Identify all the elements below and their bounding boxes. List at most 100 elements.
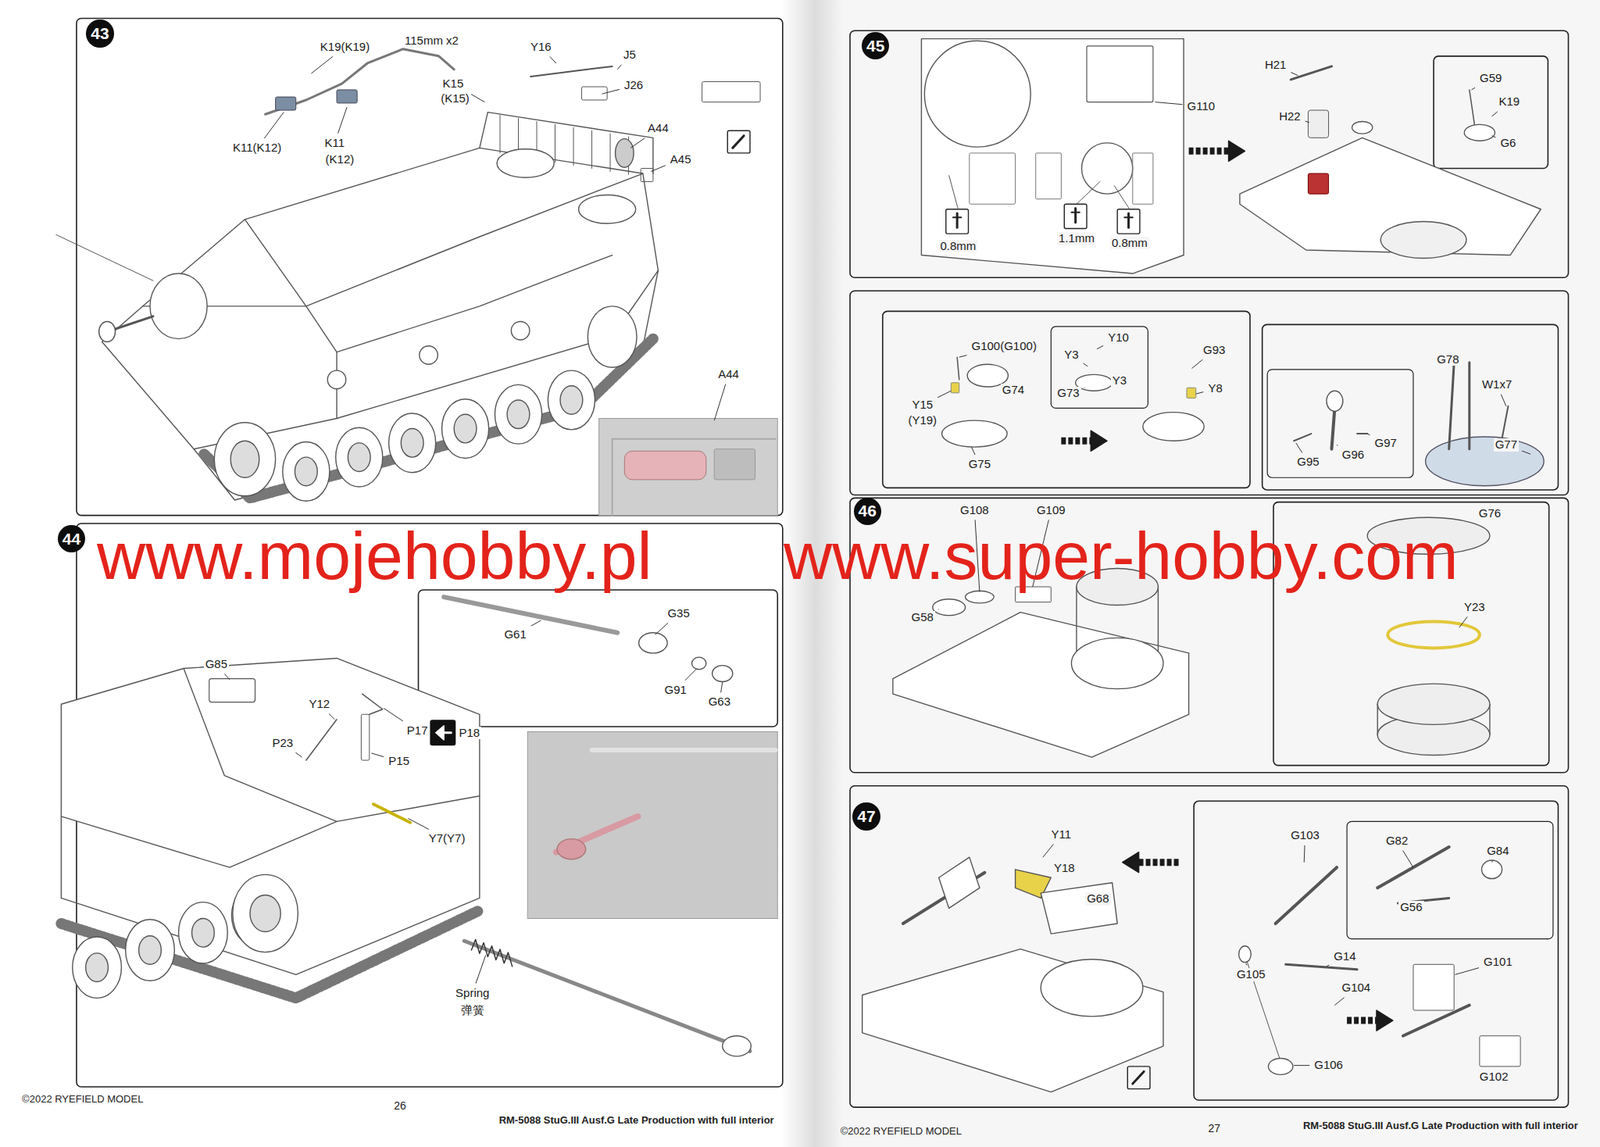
part-label: G85 <box>203 657 229 672</box>
panel-frame <box>1050 326 1148 408</box>
footer-text: ©2022 RYEFIELD MODEL <box>20 1093 145 1105</box>
leader-line <box>630 138 645 149</box>
drawing-ellipse <box>150 273 208 340</box>
drawing-line <box>183 668 337 822</box>
drill-icon <box>956 213 959 228</box>
part-label: G35 <box>665 607 691 621</box>
part-label: (K12) <box>324 153 357 167</box>
leader-line <box>937 608 940 610</box>
drawing-line <box>1469 89 1475 125</box>
step-number-text: 46 <box>858 501 877 521</box>
drawing-ellipse <box>1377 683 1490 725</box>
part-label: 0.8mm <box>1110 236 1150 250</box>
watermark: www.super-hobby.com <box>783 525 1459 586</box>
leader-line <box>383 707 404 721</box>
part-label: G103 <box>1289 828 1322 843</box>
footer-text: RM-5088 StuG.III Ausf.G Late Production … <box>497 1114 776 1126</box>
drawing-line <box>949 175 959 210</box>
paint-icon <box>1132 1071 1144 1084</box>
leader-line <box>714 384 725 422</box>
road-wheel <box>125 919 175 981</box>
drawing-line <box>1377 846 1449 888</box>
drawing-line <box>939 857 980 908</box>
drawing-ellipse <box>250 894 281 932</box>
leader-line <box>1334 997 1344 1006</box>
part-label: G101 <box>1482 955 1515 969</box>
part-label: Y23 <box>1462 600 1487 615</box>
leader-line <box>295 752 302 758</box>
part-label: G84 <box>1485 844 1511 858</box>
leader-line <box>1296 442 1303 454</box>
drawing-line <box>1357 432 1368 435</box>
drill-icon <box>1124 216 1133 218</box>
drawing-line <box>610 133 611 172</box>
drawing-ellipse <box>557 839 586 860</box>
leader-line <box>1403 850 1414 868</box>
panel-frame <box>1307 173 1329 194</box>
part-label: G105 <box>1235 967 1268 982</box>
step-number-text: 47 <box>857 807 875 826</box>
drill-icon <box>1071 211 1079 214</box>
part-label: Y8 <box>1206 382 1224 396</box>
drawing-ellipse <box>615 139 635 168</box>
part-label: A44 <box>716 367 741 382</box>
part-label: Y7(Y7) <box>427 832 468 846</box>
drawing-line <box>1449 362 1455 450</box>
panel-frame <box>969 153 1016 204</box>
part-label: G95 <box>1295 455 1321 469</box>
leader-line <box>721 681 723 693</box>
leader-line <box>1459 616 1468 628</box>
step-number: 46 <box>853 497 882 525</box>
part-label: G59 <box>1478 71 1504 86</box>
drawing-ellipse <box>712 665 733 683</box>
drawing-ellipse <box>965 590 995 604</box>
part-label: G74 <box>1000 383 1026 397</box>
photo-part <box>624 450 706 480</box>
panel-frame <box>336 89 358 104</box>
part-label: H21 <box>1263 58 1289 72</box>
part-label: G58 <box>910 610 936 625</box>
leader-line <box>602 89 620 94</box>
panel-frame <box>1433 56 1548 169</box>
step-number: 44 <box>57 525 86 553</box>
panel-frame <box>1132 153 1154 204</box>
cleaning-rod <box>464 940 750 1051</box>
panel-frame <box>1186 387 1197 398</box>
drawing-line <box>1467 362 1471 450</box>
drawing-line <box>362 693 383 715</box>
road-wheel <box>507 400 530 429</box>
drawing-ellipse <box>1081 142 1133 194</box>
panel-frame <box>702 81 761 102</box>
part-label: A44 <box>646 121 671 136</box>
drawing-ellipse <box>232 874 299 952</box>
leader-line <box>1492 111 1498 117</box>
panel-frame <box>209 678 256 703</box>
drawing-ellipse <box>1352 121 1373 134</box>
drawing-line <box>554 124 556 162</box>
leader-line <box>959 355 968 358</box>
drawing-line <box>957 357 960 380</box>
step-number: 43 <box>85 19 114 47</box>
part-label: Y18 <box>1052 861 1077 875</box>
leader-line <box>264 112 284 139</box>
drawing-ellipse <box>1326 390 1343 411</box>
watermark: www.mojehobby.pl <box>96 525 653 586</box>
part-label: G61 <box>502 628 528 642</box>
leader-line <box>531 620 541 626</box>
drawing-line <box>373 803 411 823</box>
drawing-line <box>1489 703 1490 735</box>
panel-frame <box>850 30 1569 278</box>
part-label: (K15) <box>439 92 472 106</box>
drawing-ellipse <box>214 422 275 497</box>
step-arrow-head <box>1090 430 1108 451</box>
leader-line <box>328 713 335 719</box>
road-wheel <box>139 935 162 965</box>
leader-line <box>1245 963 1247 965</box>
leader-line <box>1290 72 1298 76</box>
road-wheel <box>442 399 490 459</box>
panel-frame <box>640 168 654 183</box>
drill-icon <box>1127 213 1130 228</box>
road-wheel <box>72 936 122 998</box>
spring <box>471 939 512 966</box>
panel-frame <box>1035 153 1062 200</box>
